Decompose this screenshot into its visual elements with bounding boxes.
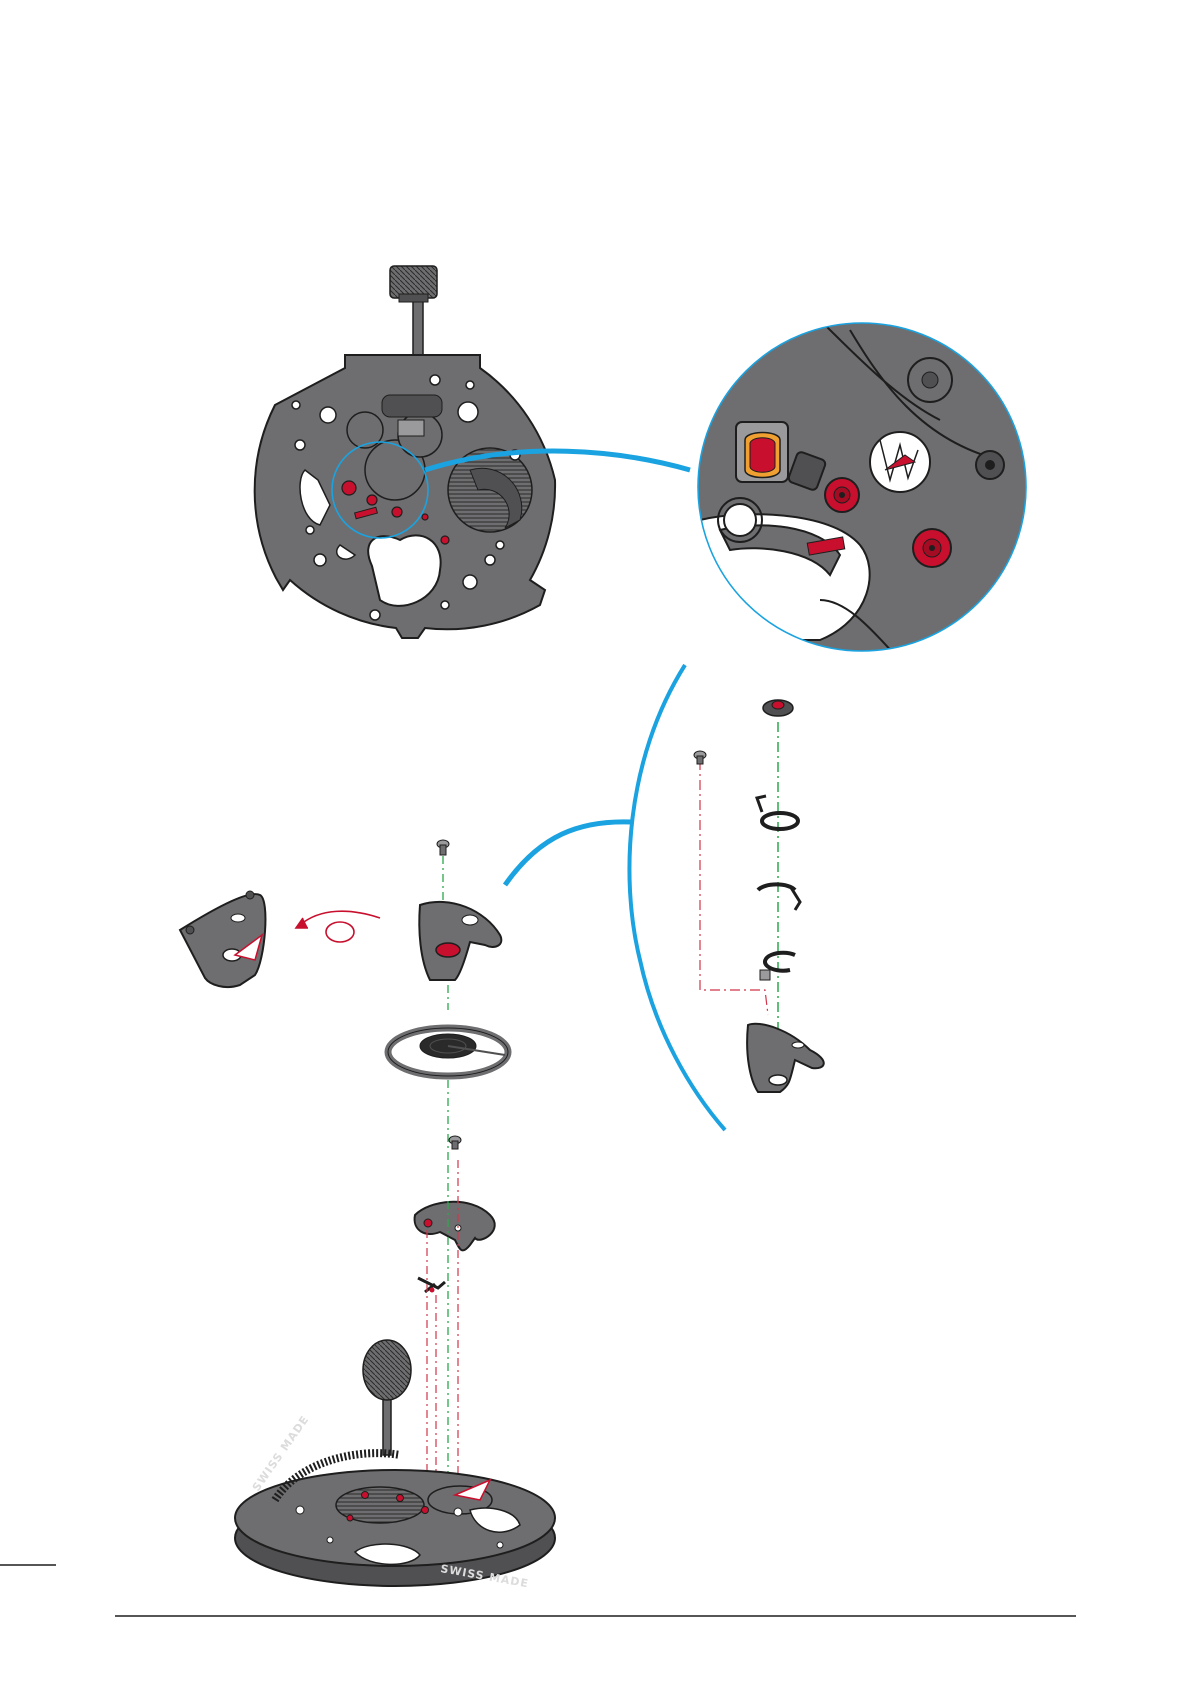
movement-perspective-view: SWISS MADE SWISS MADE [235, 1340, 555, 1590]
rotate-arrow-icon [296, 911, 380, 942]
balance-cock-rotated [180, 891, 265, 987]
keyless-works [382, 395, 442, 417]
shock-absorber-exploded [694, 700, 824, 1092]
bridge-label-plate [398, 420, 424, 436]
zoom-detail [698, 300, 1030, 700]
crown-icon [390, 266, 437, 360]
screw-icon [437, 840, 449, 855]
bracket-arc [629, 665, 725, 1130]
balance-cock-main [419, 902, 501, 980]
bracket-branch [505, 822, 632, 885]
screw-icon [449, 1136, 461, 1149]
balance-assembly-exploded [180, 840, 508, 1510]
cap-jewel [763, 700, 793, 716]
screw-icon [694, 751, 706, 764]
spring-ring-2 [758, 884, 800, 910]
balance-wheel-icon [388, 1028, 508, 1076]
crown-icon [363, 1340, 411, 1455]
